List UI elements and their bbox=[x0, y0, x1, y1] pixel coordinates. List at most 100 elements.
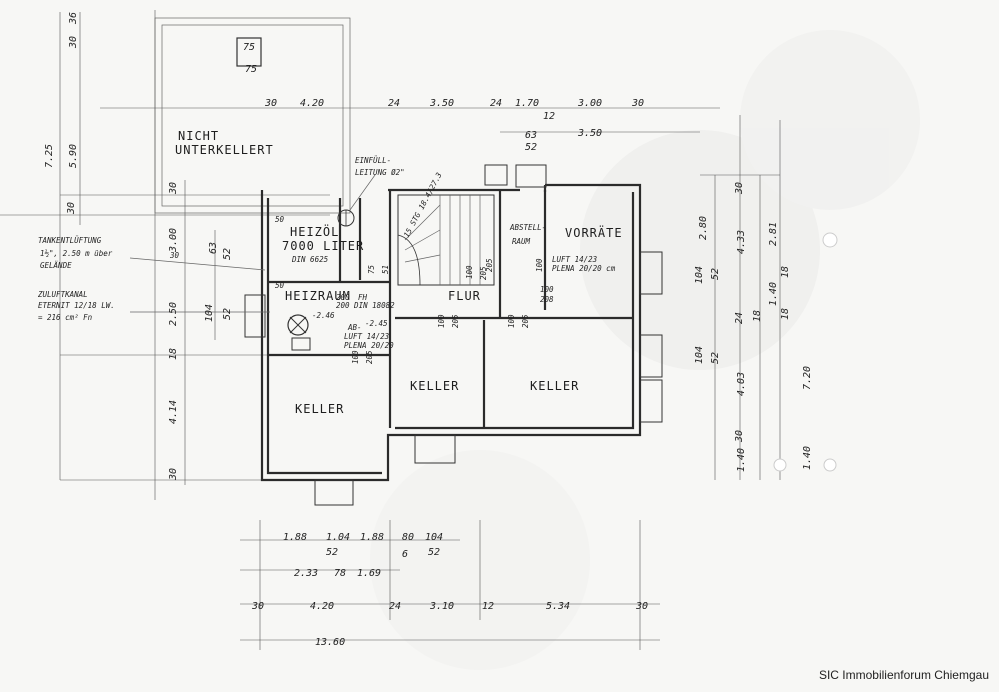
dim-bot1-1: 1.04 bbox=[326, 532, 350, 543]
dim-total: 13.60 bbox=[315, 637, 345, 648]
dims-top: 30 4.20 24 3.50 24 1.70 3.00 30 3.50 63 … bbox=[68, 12, 644, 153]
note-level-2: -2.45 bbox=[365, 319, 388, 328]
dim-right-9: 30 bbox=[734, 430, 745, 443]
dim-right-7: 52 bbox=[710, 352, 721, 364]
label-heizoel: HEIZÖL bbox=[290, 223, 339, 239]
dim-int-13: 75 bbox=[367, 264, 376, 274]
label-unterkellert: UNTERKELLERT bbox=[175, 143, 274, 157]
label-raum: RAUM bbox=[512, 237, 531, 246]
dim-int-3: 100 bbox=[465, 265, 474, 279]
dim-top-1: 4.20 bbox=[300, 98, 324, 109]
note-luft2-c: PLENA 20/20 bbox=[344, 341, 394, 350]
dim-int-4: 205 bbox=[479, 266, 488, 280]
note-tank-1: TANKENTLÜFTUNG bbox=[38, 236, 102, 245]
dim-right-8: 4.03 bbox=[736, 372, 747, 396]
leader-lines bbox=[129, 174, 376, 313]
dim-bot2-2: 1.69 bbox=[357, 568, 381, 579]
dims-interior: 50 50 200 100 205 100 208 100 205 100 20… bbox=[169, 215, 554, 364]
dim-right2-1: 2.81 bbox=[768, 222, 779, 246]
dim-top-sub-3: 12 bbox=[543, 111, 555, 122]
note-luft1-b: PLENA 20/20 cm bbox=[552, 264, 616, 273]
boiler-symbol bbox=[287, 314, 311, 351]
dim-bot3-5: 5.34 bbox=[546, 601, 570, 612]
dim-right-3: 52 bbox=[710, 268, 721, 280]
dim-bot3-2: 24 bbox=[389, 601, 401, 612]
dim-int-2: 200 bbox=[336, 293, 350, 302]
dim-int-10: 205 bbox=[521, 314, 530, 328]
dim-bot3-1: 4.20 bbox=[310, 601, 334, 612]
note-zuluft-3: = 216 cm² Fn bbox=[38, 313, 93, 322]
dim-right2-2: 18 bbox=[780, 266, 791, 278]
staircase bbox=[397, 194, 495, 286]
exterior-walls bbox=[260, 183, 642, 482]
dim-right-0: 30 bbox=[734, 182, 745, 195]
dim-left-sub-1: 104 bbox=[204, 304, 215, 322]
note-luft1-a: LUFT 14/23 bbox=[552, 255, 598, 264]
dim-int-15: 205 bbox=[485, 258, 494, 272]
dim-left-3: 30 bbox=[168, 182, 179, 195]
room-labels: NICHT UNTERKELLERT HEIZÖL 7000 LITER DIN… bbox=[175, 129, 623, 416]
label-abstell: ABSTELL- bbox=[509, 223, 546, 232]
dim-int-0: 50 bbox=[275, 215, 285, 224]
dim-right-6: 104 bbox=[694, 346, 705, 364]
dim-right-10: 1.40 bbox=[736, 448, 747, 472]
dim-int-7: 100 bbox=[437, 314, 446, 328]
dims-right: 30 2.80 104 52 24 18 104 52 4.03 30 1.40… bbox=[694, 182, 813, 472]
dim-top-2: 24 bbox=[388, 98, 400, 109]
dim-left-0: 7.25 bbox=[44, 144, 55, 168]
dim-bot1-4: 104 bbox=[425, 532, 443, 543]
dim-top-small-0: 75 bbox=[243, 42, 255, 53]
punch-holes bbox=[773, 232, 838, 472]
dim-left-lower-2: 18 bbox=[168, 348, 179, 360]
dim-top-sub-1: 63 bbox=[525, 130, 537, 141]
dim-top-4: 24 bbox=[490, 98, 502, 109]
dim-top-6: 3.00 bbox=[577, 98, 602, 109]
dim-bot3-0: 30 bbox=[251, 601, 264, 612]
note-tank-2: 1½", 2.50 m über bbox=[40, 249, 113, 258]
tank-symbol bbox=[337, 209, 355, 227]
label-vorraete: VORRÄTE bbox=[565, 225, 623, 240]
note-door-2: 200 DIN 18082 bbox=[336, 301, 395, 310]
dim-right-2: 104 bbox=[694, 266, 705, 284]
dim-int-6: 208 bbox=[540, 295, 554, 304]
dim-right-1: 2.80 bbox=[698, 216, 709, 240]
note-stairs: 15 STG 18.4/27.3 bbox=[402, 170, 444, 238]
dim-top-small-1: 75 bbox=[245, 64, 257, 75]
watermark-text: SIC Immobilienforum Chiemgau bbox=[818, 668, 989, 682]
dim-int-12: 205 bbox=[365, 350, 374, 364]
dim-right2-4: 18 bbox=[780, 308, 791, 320]
dim-bot3-3: 3.10 bbox=[429, 601, 454, 612]
dim-right-4: 24 bbox=[734, 312, 745, 324]
note-luft2-b: LUFT 14/23 bbox=[344, 332, 390, 341]
dim-bot3-4: 12 bbox=[482, 601, 494, 612]
dim-int-5: 100 bbox=[540, 285, 554, 294]
dim-top-sub-0: 3.50 bbox=[577, 128, 602, 139]
dims-left: 7.25 5.90 30 30 3.00 2.50 18 4.14 30 52 … bbox=[44, 144, 233, 481]
label-keller-right: KELLER bbox=[530, 379, 579, 393]
label-heizraum: HEIZRAUM bbox=[285, 289, 351, 303]
dim-right-5: 18 bbox=[752, 310, 763, 322]
dim-right2-3: 1.40 bbox=[768, 282, 779, 306]
dim-right2-0: 4.33 bbox=[736, 230, 747, 254]
label-keller-left: KELLER bbox=[295, 402, 344, 416]
note-einfuell-1: EINFÜLL- bbox=[355, 156, 391, 165]
note-level-heizraum: -2.46 bbox=[312, 311, 335, 320]
dim-left-lower-0: 3.00 bbox=[168, 228, 179, 253]
dim-left-sub-3: 63 bbox=[208, 242, 219, 254]
label-flur: FLUR bbox=[448, 289, 481, 303]
dim-bot1s-1: 6 bbox=[402, 549, 408, 560]
dim-int-14: 51 bbox=[381, 265, 390, 274]
dim-top-7: 30 bbox=[631, 98, 644, 109]
paper-texture bbox=[370, 30, 920, 670]
dim-int-1: 50 bbox=[275, 281, 285, 290]
dim-left-sub-2: 52 bbox=[222, 308, 233, 320]
dim-left-lower-4: 30 bbox=[168, 468, 179, 481]
dim-int-9: 100 bbox=[507, 314, 516, 328]
dim-left-lower-3: 4.14 bbox=[168, 400, 179, 424]
dim-int-17: 30 bbox=[169, 251, 180, 260]
dim-right2-6: 1.40 bbox=[802, 446, 813, 470]
dim-int-16: 100 bbox=[535, 258, 544, 272]
dim-left-2: 30 bbox=[66, 202, 77, 215]
note-zuluft-2: ETERNIT 12/18 LW. bbox=[38, 301, 115, 310]
dim-bot3-6: 30 bbox=[635, 601, 648, 612]
